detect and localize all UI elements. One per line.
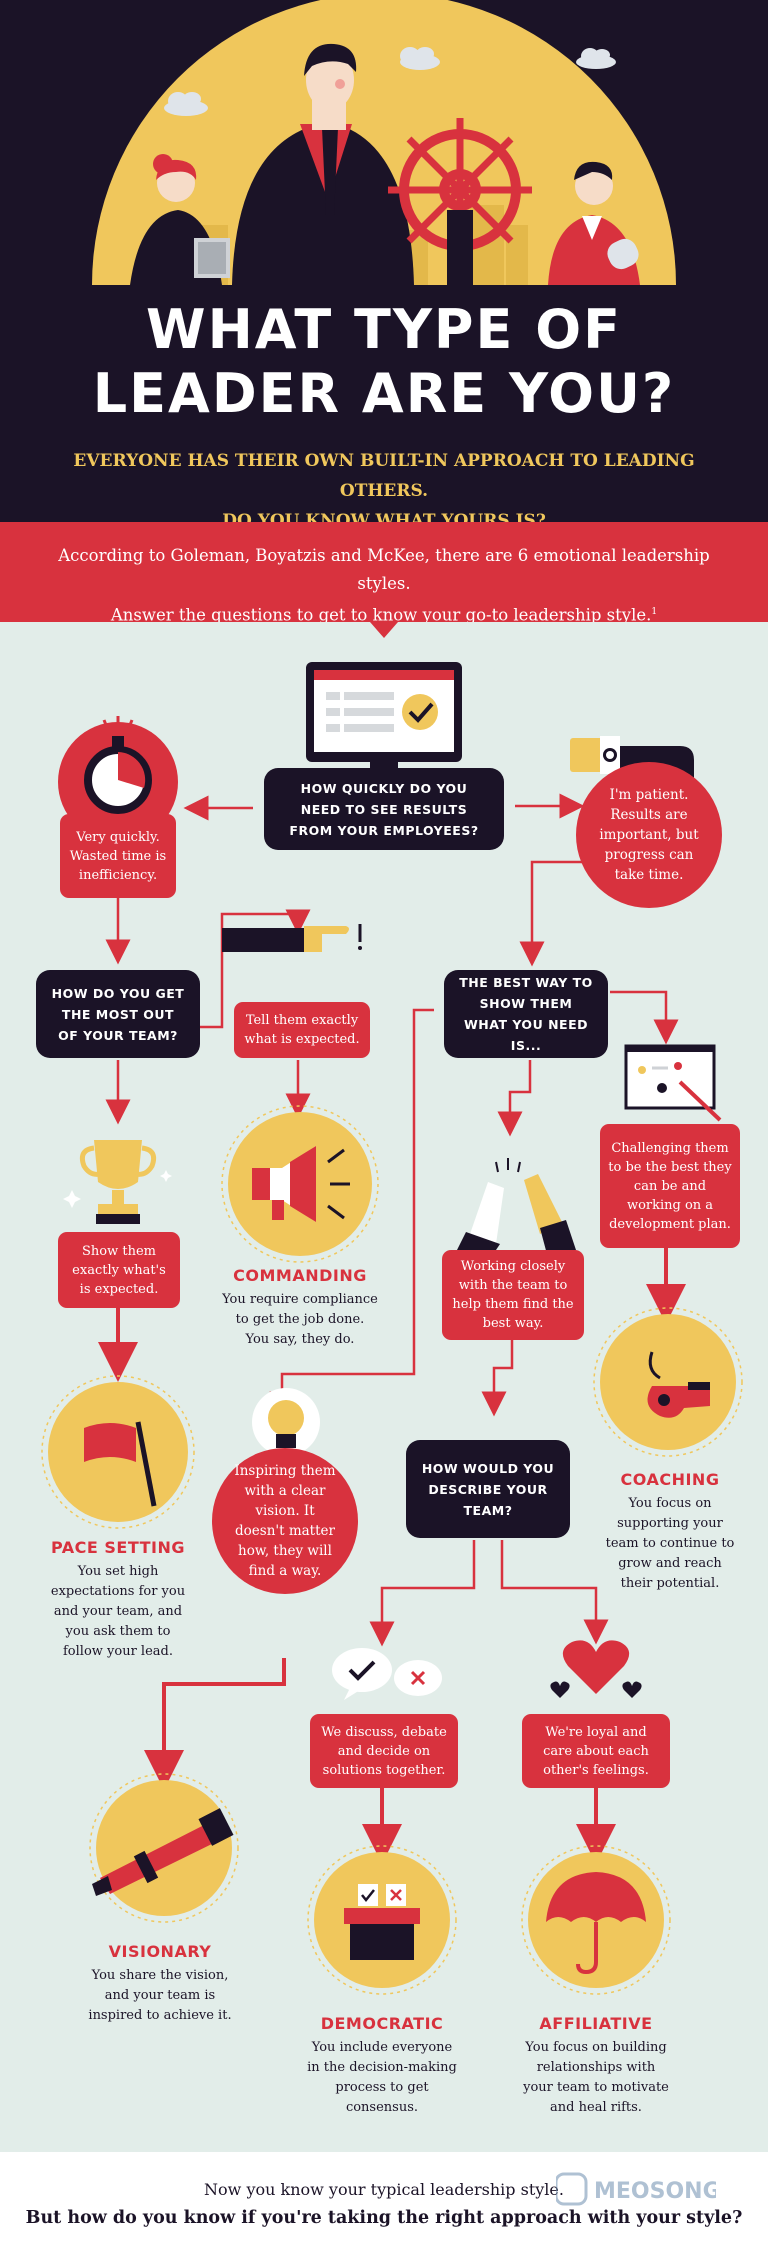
flowchart-graphics [41,662,743,1995]
style-democratic-title: DEMOCRATIC [320,2014,444,2033]
lightbulb-icon [252,1388,320,1456]
answer-working-closely: Working closely with the team to help th… [442,1250,584,1340]
hero-illustration [92,0,676,285]
man-with-map-figure [548,161,640,285]
header: WHAT TYPE OF LEADER ARE YOU? EVERYONE HA… [0,0,768,531]
style-coaching-title: COACHING [620,1470,720,1489]
answer-very-quickly: Very quickly. Wasted time is inefficienc… [60,814,176,898]
question-best-way-to-show: THE BEST WAY TO SHOW THEM WHAT YOU NEED … [444,970,608,1058]
whistle-icon [593,1307,743,1457]
stopwatch-icon [58,716,178,842]
answer-loyal: We're loyal and care about each other's … [522,1714,670,1788]
connector-lines [98,793,686,1864]
ship-wheel-icon [388,118,532,285]
sun-shape [92,0,676,285]
page-title: WHAT TYPE OF LEADER ARE YOU? [0,298,768,426]
style-affiliative-desc: You focus on building relationships with… [523,2040,669,2115]
style-visionary-title: VISIONARY [108,1942,212,1961]
answer-discuss: We discuss, debate and decide on solutio… [310,1714,458,1788]
subtitle-line-1: EVERYONE HAS THEIR OWN BUILT-IN APPROACH… [73,451,695,501]
ballot-box-icon [307,1845,457,1995]
footer-line-2: But how do you know if you're taking the… [25,2208,743,2228]
megaphone-icon [221,1105,379,1263]
computer-monitor-icon [306,662,462,778]
style-coaching-desc: You focus on supporting your team to con… [605,1496,735,1591]
intro-band: According to Goleman, Boyatzis and McKee… [0,522,768,625]
hearts-icon [550,1640,642,1698]
trophy-icon [63,1140,172,1224]
question-results-speed: HOW QUICKLY DO YOU NEED TO SEE RESULTS F… [264,768,504,850]
intro-line-1: According to Goleman, Boyatzis and McKee… [58,546,710,593]
businessman-figure [232,43,414,285]
answer-show-them: Show them exactly what's is expected. [58,1232,180,1308]
flowchart-area: HOW QUICKLY DO YOU NEED TO SEE RESULTS F… [0,622,768,2152]
footer-line-1: Now you know your typical leadership sty… [204,2180,564,2199]
umbrella-icon [521,1845,671,1995]
style-commanding-desc: You require compliance to get the job do… [222,1292,378,1347]
answer-inspiring: Inspiring them with a clear vision. It d… [212,1448,358,1594]
question-describe-team: HOW WOULD YOU DESCRIBE YOUR TEAM? [406,1440,570,1538]
style-pace-setting-desc: You set high expectations for you and yo… [50,1564,186,1659]
title-line-1: WHAT TYPE OF [146,298,622,361]
answer-challenging: Challenging them to be the best they can… [600,1124,740,1248]
intro-pointer-arrow [370,622,398,638]
answer-tell-them: Tell them exactly what is expected. [234,1002,370,1058]
cloud-icon [576,48,616,69]
style-commanding-title: COMMANDING [233,1266,367,1285]
woman-figure [130,154,230,285]
intro-footnote: 1 [651,607,658,617]
watermark-text: MEOSONG [594,2179,716,2204]
intro-line-2-text: Answer the questions to get to know your… [110,605,652,625]
footer: Now you know your typical leadership sty… [0,2152,768,2252]
watermark-logo: MEOSONG [556,2172,716,2206]
style-democratic-desc: You include everyone in the decision-mak… [307,2040,457,2115]
flag-icon [41,1375,195,1529]
high-five-icon [456,1158,576,1262]
question-get-most-out: HOW DO YOU GET THE MOST OUT OF YOUR TEAM… [36,970,200,1058]
speech-bubbles-icon [332,1648,442,1700]
whiteboard-icon [624,1044,722,1122]
cloud-icon [400,47,440,70]
style-pace-setting-title: PACE SETTING [50,1538,185,1557]
style-affiliative-title: AFFILIATIVE [539,2014,653,2033]
pointing-hand-icon [222,924,362,952]
style-visionary-desc: You share the vision, and your team is i… [88,1968,232,2023]
cloud-icon [164,92,208,116]
telescope-icon [89,1773,239,1923]
intro-text: According to Goleman, Boyatzis and McKee… [30,542,738,630]
intro-line-2: Answer the questions to get to know your… [30,598,738,630]
title-line-2: LEADER ARE YOU? [92,362,676,425]
answer-patient: I'm patient. Results are important, but … [576,762,722,908]
